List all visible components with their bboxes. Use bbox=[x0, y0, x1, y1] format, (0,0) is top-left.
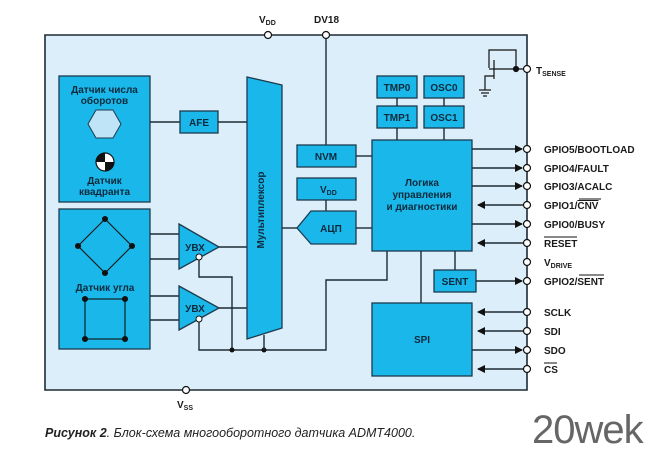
dv18-label: DV18 bbox=[314, 15, 339, 26]
sdi-pin[interactable] bbox=[522, 326, 532, 336]
vdd-pin[interactable] bbox=[263, 30, 273, 40]
bridge-square-icon bbox=[81, 295, 129, 343]
svg-text:Датчик числа: Датчик числа bbox=[71, 85, 138, 96]
svg-text:NVM: NVM bbox=[315, 152, 337, 163]
svg-text:управления: управления bbox=[392, 190, 451, 201]
gpio4-pin[interactable] bbox=[522, 163, 532, 173]
bridge-diamond-icon bbox=[74, 215, 136, 277]
tsense-pin[interactable] bbox=[522, 64, 532, 74]
gpio2-pin[interactable] bbox=[522, 276, 532, 286]
svg-text:SDI: SDI bbox=[544, 327, 561, 338]
svg-text:АЦП: АЦП bbox=[320, 224, 342, 235]
reset-pin[interactable] bbox=[522, 238, 532, 248]
svg-text:GPIO4/FAULT: GPIO4/FAULT bbox=[544, 164, 609, 175]
svg-text:TMP0: TMP0 bbox=[384, 83, 411, 94]
svg-text:OSC0: OSC0 bbox=[430, 83, 458, 94]
control-diagnostics-logic bbox=[371, 139, 473, 252]
gpio3-pin[interactable] bbox=[522, 181, 532, 191]
adc-block bbox=[296, 210, 357, 245]
svg-text:Логика: Логика bbox=[405, 178, 439, 189]
svg-text:квадранта: квадранта bbox=[79, 187, 131, 198]
tsense-transistor-icon bbox=[479, 49, 527, 97]
quadrant-icon bbox=[95, 152, 115, 172]
svg-text:VSS: VSS bbox=[177, 400, 193, 412]
multiplexer bbox=[246, 76, 283, 340]
spi-block bbox=[371, 302, 473, 377]
svg-text:SPI: SPI bbox=[414, 335, 430, 346]
dv18-pin[interactable] bbox=[321, 30, 331, 40]
vdrive-pin[interactable] bbox=[522, 257, 532, 267]
svg-text:и диагностики: и диагностики bbox=[387, 202, 458, 213]
vss-pin[interactable] bbox=[181, 385, 191, 395]
cs-pin[interactable] bbox=[522, 364, 532, 374]
svg-text:УВХ: УВХ bbox=[185, 243, 205, 254]
watermark: 20wek bbox=[532, 408, 644, 452]
svg-text:OSC1: OSC1 bbox=[430, 113, 458, 124]
gpio0-pin[interactable] bbox=[522, 219, 532, 229]
svg-text:TSENSE: TSENSE bbox=[536, 66, 566, 78]
svg-text:VDD: VDD bbox=[320, 185, 337, 197]
sclk-pin[interactable] bbox=[522, 307, 532, 317]
svg-text:УВХ: УВХ bbox=[185, 304, 205, 315]
turn-count-sensor-block bbox=[58, 75, 151, 203]
svg-text:GPIO0/BUSY: GPIO0/BUSY bbox=[544, 220, 605, 231]
svg-text:CS: CS bbox=[544, 365, 558, 376]
svg-text:Датчик угла: Датчик угла bbox=[76, 283, 135, 294]
svg-text:GPIO2/SENT: GPIO2/SENT bbox=[544, 277, 604, 288]
right-pins: TSENSE GPIO5/BOOTLOAD GPIO4/FAULT GPIO3/… bbox=[472, 64, 635, 376]
svg-text:SENT: SENT bbox=[442, 277, 469, 288]
svg-text:TMP1: TMP1 bbox=[384, 113, 411, 124]
sdo-pin[interactable] bbox=[522, 345, 532, 355]
figure-caption: Рисунок 2. Блок-схема многооборотного да… bbox=[45, 426, 416, 440]
svg-text:Мультиплексор: Мультиплексор bbox=[256, 172, 267, 249]
svg-text:RESET: RESET bbox=[544, 239, 577, 250]
svg-text:VDRIVE: VDRIVE bbox=[544, 258, 572, 270]
svg-text:AFE: AFE bbox=[189, 118, 209, 129]
svg-text:Датчик: Датчик bbox=[87, 176, 123, 187]
svg-text:SDO: SDO bbox=[544, 346, 566, 357]
gpio5-pin[interactable] bbox=[522, 144, 532, 154]
svg-text:оборотов: оборотов bbox=[81, 95, 128, 107]
svg-text:VDD: VDD bbox=[259, 15, 276, 27]
svg-text:GPIO1/CNV: GPIO1/CNV bbox=[544, 201, 599, 212]
svg-text:GPIO5/BOOTLOAD: GPIO5/BOOTLOAD bbox=[544, 145, 635, 156]
svg-text:SCLK: SCLK bbox=[544, 308, 572, 319]
gpio1-pin[interactable] bbox=[522, 200, 532, 210]
svg-text:GPIO3/ACALC: GPIO3/ACALC bbox=[544, 182, 612, 193]
hexagon-magnet-icon bbox=[87, 109, 122, 139]
angle-sensor-block bbox=[58, 208, 151, 350]
